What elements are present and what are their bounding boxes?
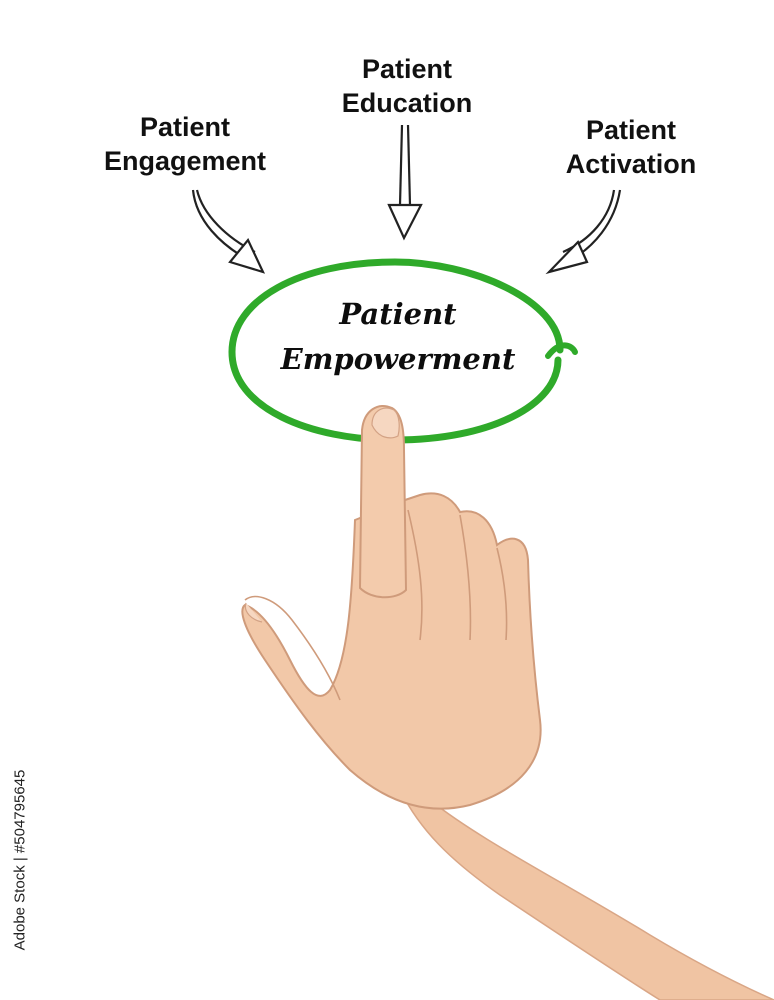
center-line: Empowerment [280, 342, 516, 376]
label-line: Patient [361, 54, 453, 84]
label-line: Activation [565, 149, 697, 179]
label-patient-activation: Patient Activation [548, 113, 714, 181]
label-patient-education: Patient Education [322, 52, 492, 120]
green-ellipse [228, 258, 564, 444]
label-patient-engagement: Patient Engagement [90, 110, 280, 178]
label-line: Education [341, 88, 473, 118]
watermark-text: Adobe Stock | #504795645 [11, 769, 29, 951]
center-patient-empowerment: Patient Empowerment [238, 292, 558, 382]
label-line: Patient [139, 112, 231, 142]
label-line: Patient [585, 115, 677, 145]
curved-arrow-icon [545, 189, 622, 275]
down-arrow-icon [387, 124, 423, 241]
stock-watermark: Adobe Stock | #504795645 [6, 760, 34, 960]
curved-arrow-icon [191, 189, 266, 274]
pointing-hand [241, 405, 774, 1000]
label-line: Engagement [103, 146, 267, 176]
green-ellipse-tail [545, 342, 578, 359]
center-line: Patient [339, 297, 457, 331]
